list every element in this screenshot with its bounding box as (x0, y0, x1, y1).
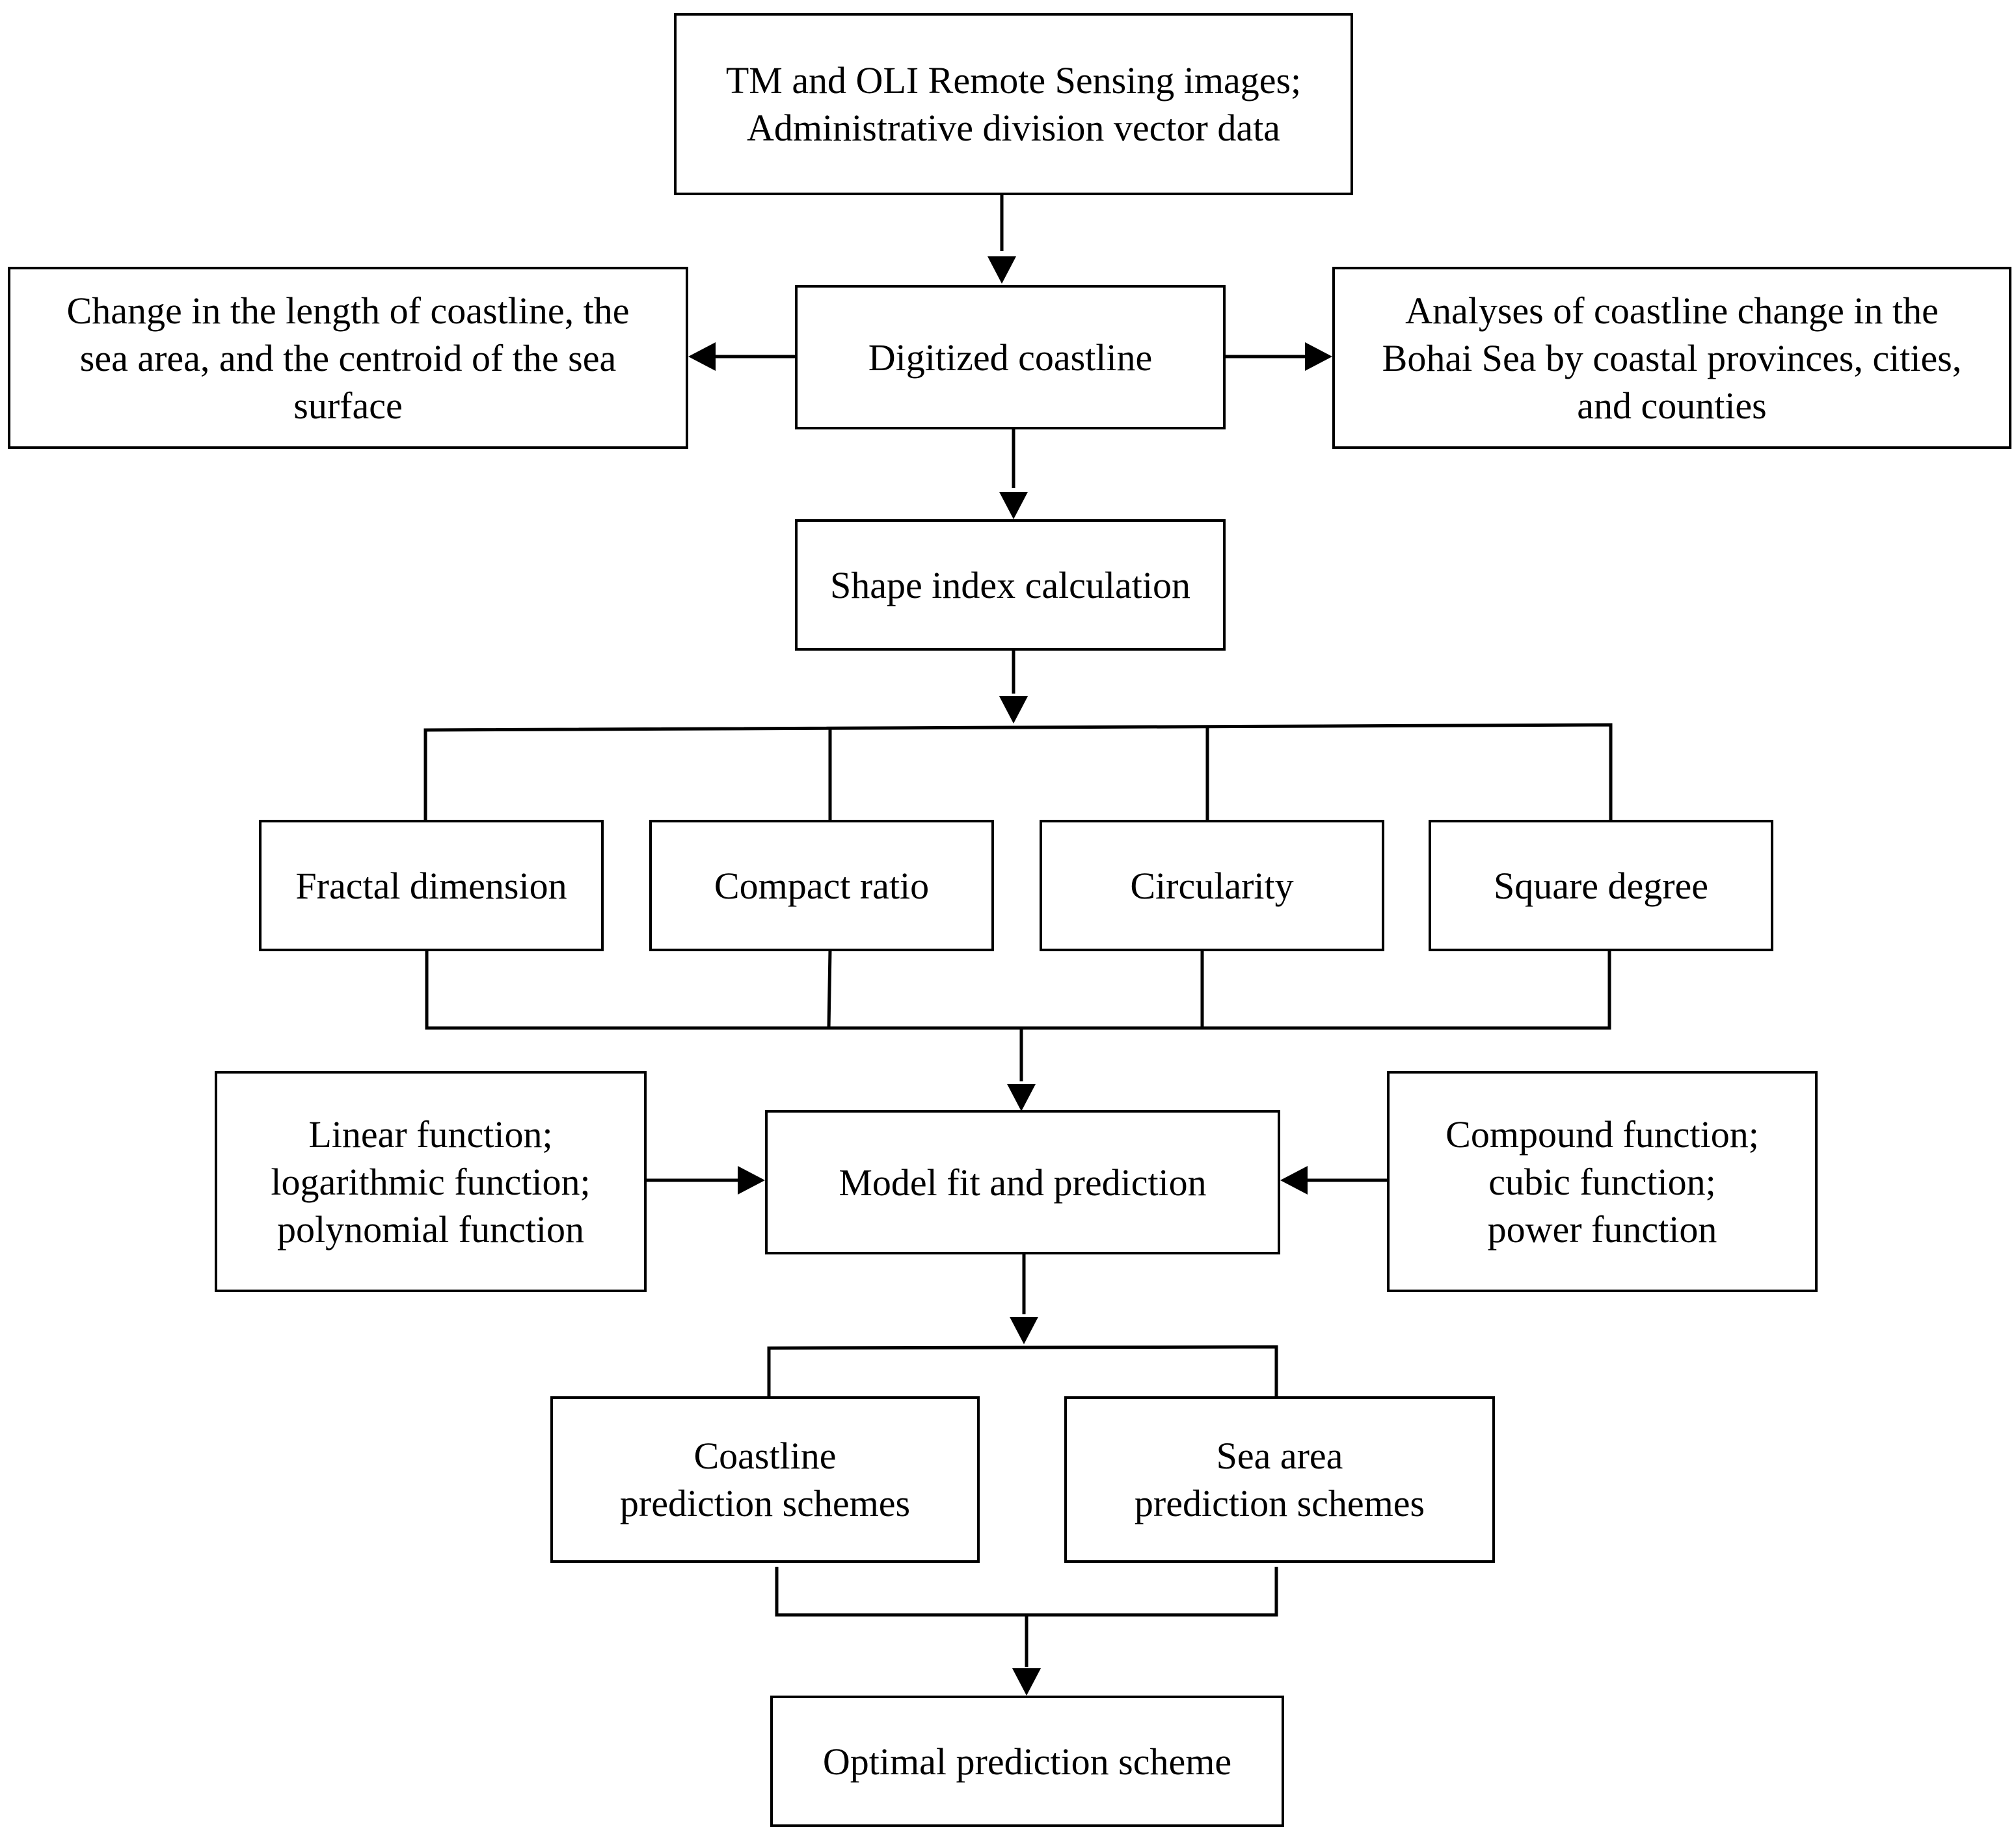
circularity-box: Circularity (1040, 820, 1384, 951)
circularity-label: Circularity (1130, 864, 1294, 907)
left-functions-line1: Linear function; (308, 1113, 553, 1156)
change-metrics-line2: sea area, and the centroid of the sea (79, 336, 617, 379)
regional-analyses-line1: Analyses of coastline change in the (1405, 289, 1939, 332)
change-metrics-line3: surface (293, 384, 403, 427)
arrowhead-input-to-digitized (988, 256, 1016, 284)
input-data-line2: Administrative division vector data (747, 107, 1280, 149)
arrowhead-digitized-to-shape (999, 492, 1028, 519)
model-fit-label: Model fit and prediction (839, 1161, 1207, 1204)
sea-area-schemes-line1: Sea area (1216, 1435, 1343, 1477)
right-functions-box: Compound function; cubic function; power… (1387, 1071, 1818, 1292)
arrowhead-digitized-to-analyses (1305, 342, 1332, 371)
model-fit-box: Model fit and prediction (765, 1110, 1280, 1254)
input-data-line1: TM and OLI Remote Sensing images; (725, 59, 1302, 102)
arrowhead-model-to-split (1010, 1317, 1038, 1344)
shape-index-box: Shape index calculation (795, 519, 1226, 651)
left-functions-box: Linear function; logarithmic function; p… (215, 1071, 647, 1292)
right-functions-line1: Compound function; (1445, 1113, 1759, 1156)
merge-line-compact (827, 949, 832, 1029)
right-functions-line3: power function (1487, 1208, 1717, 1251)
arrowhead-merge-to-model (1007, 1084, 1036, 1111)
merge-bar-indices (425, 950, 1611, 1030)
input-data-box: TM and OLI Remote Sensing images; Admini… (674, 13, 1353, 195)
arrowhead-right-functions-to-model (1280, 1166, 1308, 1195)
left-functions-line3: polynomial function (277, 1208, 584, 1251)
regional-analyses-line2: Bohai Sea by coastal provinces, cities, (1382, 336, 1962, 379)
square-degree-box: Square degree (1429, 820, 1773, 951)
change-metrics-box: Change in the length of coastline, the s… (8, 267, 688, 449)
shape-index-label: Shape index calculation (829, 563, 1191, 606)
regional-analyses-box: Analyses of coastline change in the Boha… (1332, 267, 2011, 449)
square-degree-label: Square degree (1493, 864, 1709, 907)
compact-ratio-label: Compact ratio (714, 864, 930, 907)
merge-bar-schemes (775, 1567, 1278, 1617)
arrowhead-shape-to-split (999, 696, 1028, 724)
left-functions-line2: logarithmic function; (271, 1160, 591, 1203)
digitized-coastline-box: Digitized coastline (795, 285, 1226, 429)
fractal-dimension-label: Fractal dimension (295, 864, 567, 907)
optimal-scheme-box: Optimal prediction scheme (770, 1696, 1284, 1827)
arrowhead-left-functions-to-model (738, 1166, 765, 1195)
coastline-schemes-line1: Coastline (693, 1435, 837, 1477)
digitized-coastline-label: Digitized coastline (868, 336, 1153, 379)
fractal-dimension-box: Fractal dimension (259, 820, 604, 951)
optimal-scheme-label: Optimal prediction scheme (822, 1740, 1232, 1783)
compact-ratio-box: Compact ratio (649, 820, 994, 951)
split-bar-indices (423, 723, 1613, 821)
sea-area-schemes-box: Sea area prediction schemes (1064, 1396, 1495, 1563)
coastline-schemes-line2: prediction schemes (619, 1482, 911, 1524)
arrowhead-merge-to-optimal (1012, 1668, 1041, 1696)
right-functions-line2: cubic function; (1488, 1160, 1716, 1203)
arrowhead-digitized-to-change (688, 342, 716, 371)
regional-analyses-line3: and counties (1577, 384, 1767, 427)
split-bar-schemes (767, 1345, 1278, 1398)
coastline-schemes-box: Coastline prediction schemes (550, 1396, 980, 1563)
change-metrics-line1: Change in the length of coastline, the (66, 289, 630, 332)
sea-area-schemes-line2: prediction schemes (1134, 1482, 1425, 1524)
